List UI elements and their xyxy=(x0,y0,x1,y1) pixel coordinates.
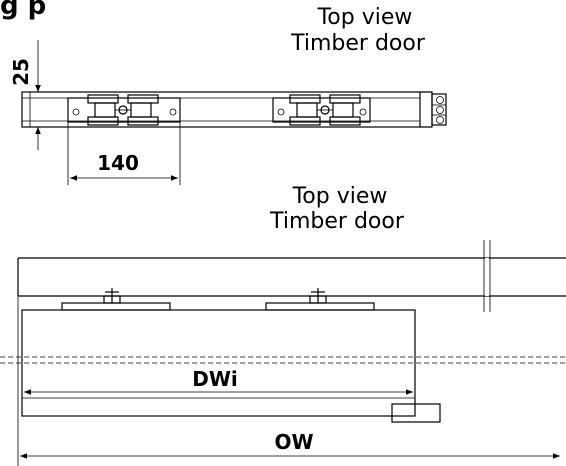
roller-left xyxy=(61,288,171,311)
outer-width-dimension-label: OW xyxy=(274,430,313,454)
roller-right xyxy=(265,288,375,311)
bottom-view-subtitle: Timber door xyxy=(269,209,405,234)
top-view-title: Top view xyxy=(317,5,413,30)
carriage-left xyxy=(67,94,181,126)
cropped-heading: g p xyxy=(0,0,46,21)
width-dimension-label: 140 xyxy=(97,151,139,175)
top-view-subtitle: Timber door xyxy=(290,31,426,56)
top-view-diagram: Top view Timber door 25 xyxy=(9,5,447,185)
track-profile xyxy=(17,240,566,312)
bottom-view-diagram: Top view Timber door xyxy=(0,184,566,466)
bottom-view-title: Top view xyxy=(292,184,388,209)
carriage-right xyxy=(272,94,371,126)
thickness-dimension-label: 25 xyxy=(9,58,33,86)
inner-width-dimension-label: DWi xyxy=(192,367,238,391)
door-panel xyxy=(0,309,566,423)
